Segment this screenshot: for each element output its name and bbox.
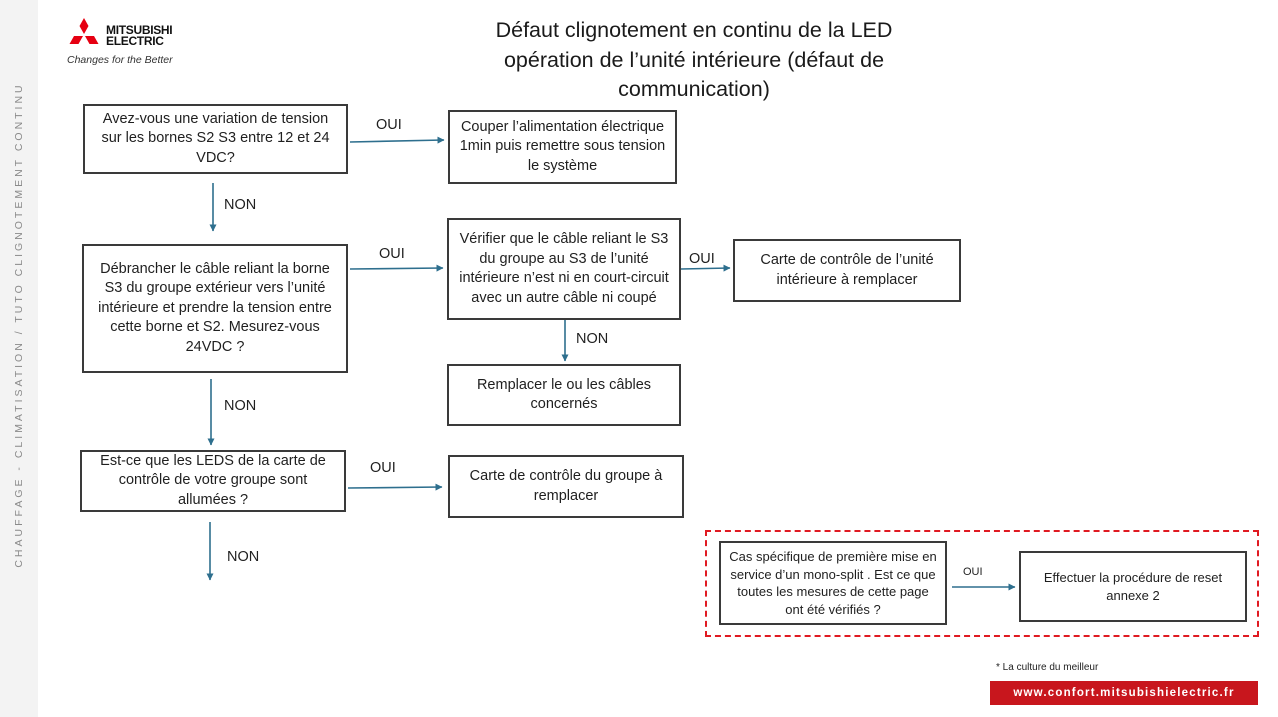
logo-wordmark: MITSUBISHI ELECTRIC: [106, 23, 173, 48]
arrow-q2-oui: [349, 264, 444, 272]
arrow-q5-oui: [347, 483, 443, 491]
label-non-q3: NON: [576, 331, 609, 347]
page-title: Défaut clignotement en continu de la LED…: [495, 18, 893, 101]
action-replace-indoor-board: Carte de contrôle de l’unité intérieure …: [733, 239, 961, 302]
special-case-frame: [705, 530, 1259, 637]
question-mono-split: Cas spécifique de première mise en servi…: [719, 541, 947, 625]
mitsubishi-electric-logo: MITSUBISHI ELECTRIC Changes for the Bett…: [66, 16, 196, 70]
label-oui-q3: OUI: [689, 251, 715, 267]
label-oui-q6: OUI: [963, 566, 983, 578]
label-oui-q2: OUI: [379, 246, 405, 262]
label-oui-q1: OUI: [376, 117, 402, 133]
website-link[interactable]: www.confort.mitsubishielectric.fr: [990, 681, 1258, 705]
action-replace-outdoor-board: Carte de contrôle du groupe à remplacer: [448, 455, 684, 518]
label-non-q2: NON: [224, 398, 257, 414]
action-power-cycle: Couper l’alimentation électrique 1min pu…: [448, 110, 677, 184]
action-replace-cables: Remplacer le ou les câbles concernés: [447, 364, 681, 426]
question-measure-24vdc: Débrancher le câble reliant la borne S3 …: [82, 244, 348, 373]
logo-tagline: Changes for the Better: [67, 54, 173, 66]
action-reset-procedure: Effectuer la procédure de reset annexe 2: [1019, 551, 1247, 622]
question-outdoor-leds: Est-ce que les LEDS de la carte de contr…: [80, 450, 346, 512]
label-non-q1: NON: [224, 197, 257, 213]
arrow-q1-oui: [349, 136, 445, 144]
arrow-q3-oui: [680, 264, 731, 272]
label-oui-q5: OUI: [370, 460, 396, 476]
three-diamonds-icon: [69, 18, 99, 44]
label-non-q5: NON: [227, 549, 260, 565]
question-voltage-s2-s3: Avez-vous une variation de tension sur l…: [83, 104, 348, 174]
footnote: * La culture du meilleur: [996, 662, 1099, 673]
left-sidebar: CHAUFFAGE - CLIMATISATION / TUTO CLIGNOT…: [0, 0, 38, 717]
check-cable-s3: Vérifier que le câble reliant le S3 du g…: [447, 218, 681, 320]
